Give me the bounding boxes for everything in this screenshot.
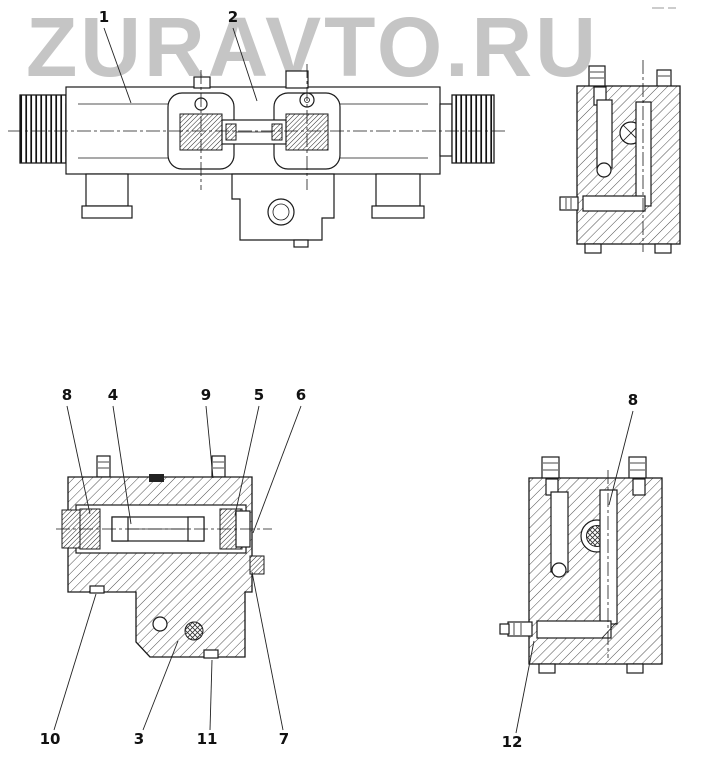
- top-plug: [149, 474, 164, 482]
- gallery-ball: [596, 162, 612, 178]
- callout-8-left: 8: [62, 386, 72, 404]
- vertical-gallery-left: [596, 99, 613, 169]
- bottom-gallery-2: [536, 620, 612, 639]
- callout-6: 6: [296, 386, 306, 404]
- section-bolt-left: [96, 455, 111, 478]
- top-bolt-left: [588, 65, 606, 89]
- side-plug: [559, 196, 579, 211]
- screw-plug: [184, 621, 204, 641]
- side-view: [8, 64, 505, 248]
- callout-9: 9: [201, 386, 211, 404]
- left-knob: [19, 94, 67, 164]
- callout-10: 10: [40, 730, 61, 748]
- callouts: 1 2 8 4 9 5 6 8 10 3 11 7 12: [40, 8, 639, 751]
- callout-7: 7: [279, 730, 289, 748]
- end-view-top: [559, 60, 681, 254]
- spool-seat-right: [271, 123, 283, 141]
- gallery-elbow: [601, 622, 617, 639]
- callout-8-right: 8: [628, 391, 638, 409]
- port-hole: [152, 616, 168, 632]
- manifold-port-inner: [272, 203, 290, 221]
- watermark-text: ZURAVTO.RU: [26, 0, 599, 94]
- end-block-body: [576, 85, 681, 245]
- top-tab-left: [193, 76, 211, 89]
- callout-2: 2: [228, 8, 238, 26]
- top-tab-right: [285, 70, 309, 89]
- side-valve-plug: [249, 555, 265, 575]
- foot-left: [584, 243, 602, 254]
- bottom-gallery: [582, 195, 646, 212]
- end-bolt-left: [541, 456, 560, 480]
- foot-left-2: [538, 663, 556, 674]
- gallery-left: [550, 491, 569, 573]
- right-knob: [451, 94, 495, 164]
- end-section-view: [499, 456, 663, 674]
- section-bolt-right: [211, 455, 226, 478]
- bolt-slot-right: [632, 478, 646, 496]
- gallery-ball-2: [551, 562, 567, 578]
- foot-right-2: [626, 663, 644, 674]
- callout-5: 5: [254, 386, 264, 404]
- callout-11: 11: [197, 730, 218, 748]
- end-bolt-right: [628, 456, 647, 480]
- callout-12: 12: [502, 733, 523, 751]
- spool-seat-left: [225, 123, 237, 141]
- lower-left-plug: [89, 585, 105, 594]
- right-neck: [439, 103, 453, 157]
- bottom-plug: [203, 649, 219, 659]
- vertical-gallery-right: [635, 101, 652, 207]
- callout-1: 1: [99, 8, 109, 26]
- gallery-right: [599, 489, 618, 625]
- manifold-port-outer: [267, 198, 295, 226]
- foot-right: [654, 243, 672, 254]
- body-bore-lines: [78, 103, 428, 159]
- callout-3: 3: [134, 730, 144, 748]
- side-bolt: [499, 621, 533, 637]
- right-mounting-foot: [371, 173, 425, 219]
- section-view: [56, 455, 272, 659]
- left-mounting-foot: [81, 173, 133, 219]
- callout-4: 4: [108, 386, 118, 404]
- manifold-notch: [293, 239, 309, 248]
- top-bolt-right: [656, 69, 672, 89]
